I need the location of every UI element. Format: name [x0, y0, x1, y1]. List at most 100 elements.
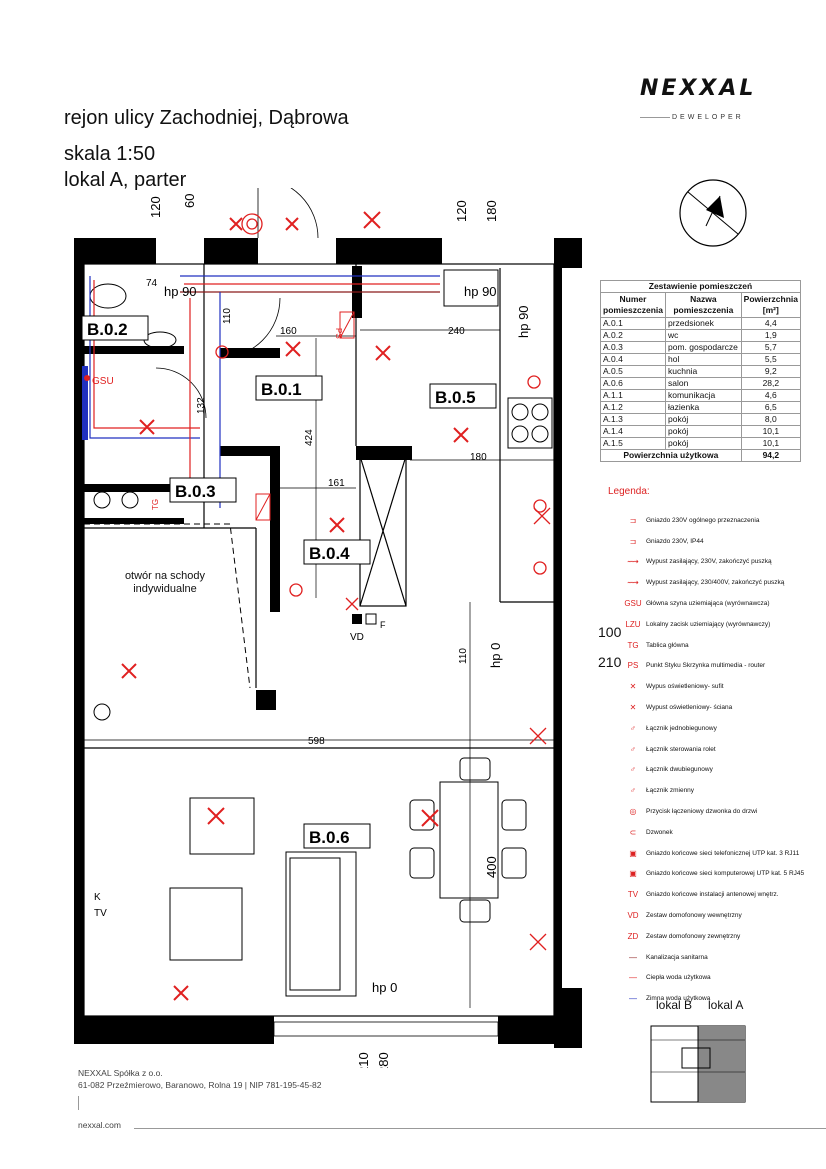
room-num: A.1.2 — [600, 401, 666, 414]
legend-symbol-icon: — — [629, 994, 637, 1004]
legend-text: Łącznik dwubiegunowy — [646, 766, 713, 774]
legend-symbol-icon: GSU — [624, 599, 642, 609]
room-num: A.0.6 — [600, 377, 666, 390]
legend-symbol-icon: ⟿ — [627, 578, 639, 588]
legend-symbol-icon: VD — [627, 911, 639, 921]
keyplan-label-a: lokal A — [708, 998, 744, 1012]
legend-item: ▣ Gniazdo końcowe sieci telefonicznej UTP… — [620, 843, 820, 864]
legend-symbol-icon: ♂ — [630, 744, 636, 754]
legend-item: ♂Łącznik zmienny — [620, 780, 820, 801]
hp0a: hp 0 — [488, 643, 503, 668]
legend-symbol-icon: ✕ — [629, 682, 637, 692]
dim-240: 240 — [448, 326, 465, 337]
room-area: 5,7 — [740, 341, 802, 354]
legend-text: Zestaw domofonowy zewnętrzny — [646, 932, 741, 940]
legend-symbol-icon: ⊐ — [629, 515, 637, 525]
room-area: 8,0 — [740, 413, 802, 426]
footer-divider — [78, 1096, 79, 1110]
label-f: F — [380, 620, 386, 630]
legend-symbol-icon: ▣ — [629, 848, 637, 858]
col-area: Powierzchnia [m²] — [740, 292, 802, 318]
stair-opening-note: otwór na schody indywidualne — [124, 570, 206, 595]
dim-120b: 120 — [454, 200, 469, 222]
room-name: łazienka — [664, 401, 742, 414]
legend-text: Gniazdo końcowe sieci telefonicznej UTP … — [646, 849, 800, 857]
label-ps: PS — [334, 328, 343, 339]
legend-text: Gniazdo 230V ogólnego przeznaczenia — [646, 516, 760, 524]
room-area: 10,1 — [740, 437, 802, 450]
room-name: wc — [664, 329, 742, 342]
footer-address: 61-082 Przeźmierowo, Baranowo, Rolna 19 … — [78, 1080, 322, 1090]
legend-text: Tablica główna — [646, 641, 689, 649]
room-name: pokój — [664, 425, 742, 438]
room-num: A.1.5 — [600, 437, 666, 450]
room-label-b06: B.0.6 — [309, 828, 350, 847]
legend-item: ⊐Gniazdo 230V, IP44 — [620, 531, 820, 552]
legend-symbol-icon: PS — [627, 661, 639, 671]
room-name: salon — [664, 377, 742, 390]
legend-symbol-icon: LZU — [625, 619, 641, 629]
dim-210: 210 — [356, 1052, 371, 1068]
label-tv: TV — [94, 908, 107, 919]
legend-symbol-icon: ✕ — [629, 703, 637, 713]
legend-item: ♂Łącznik jednobiegunowy — [620, 718, 820, 739]
legend-text: Łącznik sterowania rolet — [646, 745, 716, 753]
legend-symbol-icon: ♂ — [630, 723, 636, 733]
label-k: K — [94, 892, 101, 903]
room-name: kuchnia — [664, 365, 742, 378]
legend-item: ⟿ Wypust zasilający, 230/400V, zakończyć … — [620, 572, 820, 593]
north-arrow-icon — [679, 179, 747, 247]
legend-item: —Ciepła woda użytkowa — [620, 968, 820, 989]
legend-list: ⊐ Gniazdo 230V ogólnego przeznaczenia ⊐Gni… — [620, 510, 820, 1009]
unit-name: lokal A, parter — [64, 169, 187, 191]
hp90a: hp 90 — [164, 284, 197, 299]
room-num: A.1.3 — [600, 413, 666, 426]
dim-180b: 180 — [470, 452, 487, 463]
room-summary-table: Zestawienie pomieszczeń Numer pomieszcze… — [600, 280, 802, 462]
footer-website: nexxal.com — [78, 1120, 121, 1130]
legend-text: Wypust zasilający, 230/400V, zakończyć p… — [646, 579, 785, 587]
dim-160: 160 — [280, 326, 297, 337]
legend-text: Wypus oświetleniowy- sufit — [646, 683, 724, 691]
legend-text: Lokalny zacisk uziemiający (wyrównawczy) — [646, 620, 771, 628]
legend-symbol-icon: ♂ — [630, 765, 636, 775]
legend-text: Przycisk łączeniowy dzwonka do drzwi — [646, 808, 758, 816]
dim-110b: 110 — [458, 648, 469, 664]
legend-symbol-icon: TV — [627, 890, 639, 900]
hp0b: hp 0 — [372, 980, 397, 995]
legend-text: Łącznik zmienny — [646, 787, 695, 795]
legend-text: Ciepła woda użytkowa — [646, 974, 711, 982]
dim-280: 280 — [376, 1052, 391, 1068]
legend-item: LZU Lokalny zacisk uziemiający (wyrównawc… — [620, 614, 820, 635]
legend-text: Gniazdo 230V, IP44 — [646, 537, 704, 545]
room-label-b04: B.0.4 — [309, 544, 350, 563]
legend-item: ◎ Przycisk łączeniowy dzwonka do drzwi — [620, 801, 820, 822]
room-label-b02: B.0.2 — [87, 320, 128, 339]
legend-item: ⊂Dzwonek — [620, 822, 820, 843]
room-area: 9,2 — [740, 365, 802, 378]
legend-symbol-icon: ◎ — [629, 807, 637, 817]
legend-tg-dim: 100 — [598, 624, 622, 640]
legend-text: Kanalizacja sanitarna — [646, 953, 708, 961]
legend-text: Wypust oświetleniowy- ściana — [646, 704, 733, 712]
dim-60: 60 — [182, 194, 197, 208]
hp90b: hp 90 — [464, 284, 497, 299]
legend-item: —Zimna woda użytkowa — [620, 988, 820, 1009]
room-num: A.0.1 — [600, 317, 666, 330]
dim-120a: 120 — [148, 196, 163, 218]
room-num: A.1.4 — [600, 425, 666, 438]
dim-424: 424 — [304, 429, 315, 446]
col-name: Nazwa pomieszczenia — [664, 292, 742, 318]
keyplan-label-b: lokal B — [656, 998, 693, 1012]
